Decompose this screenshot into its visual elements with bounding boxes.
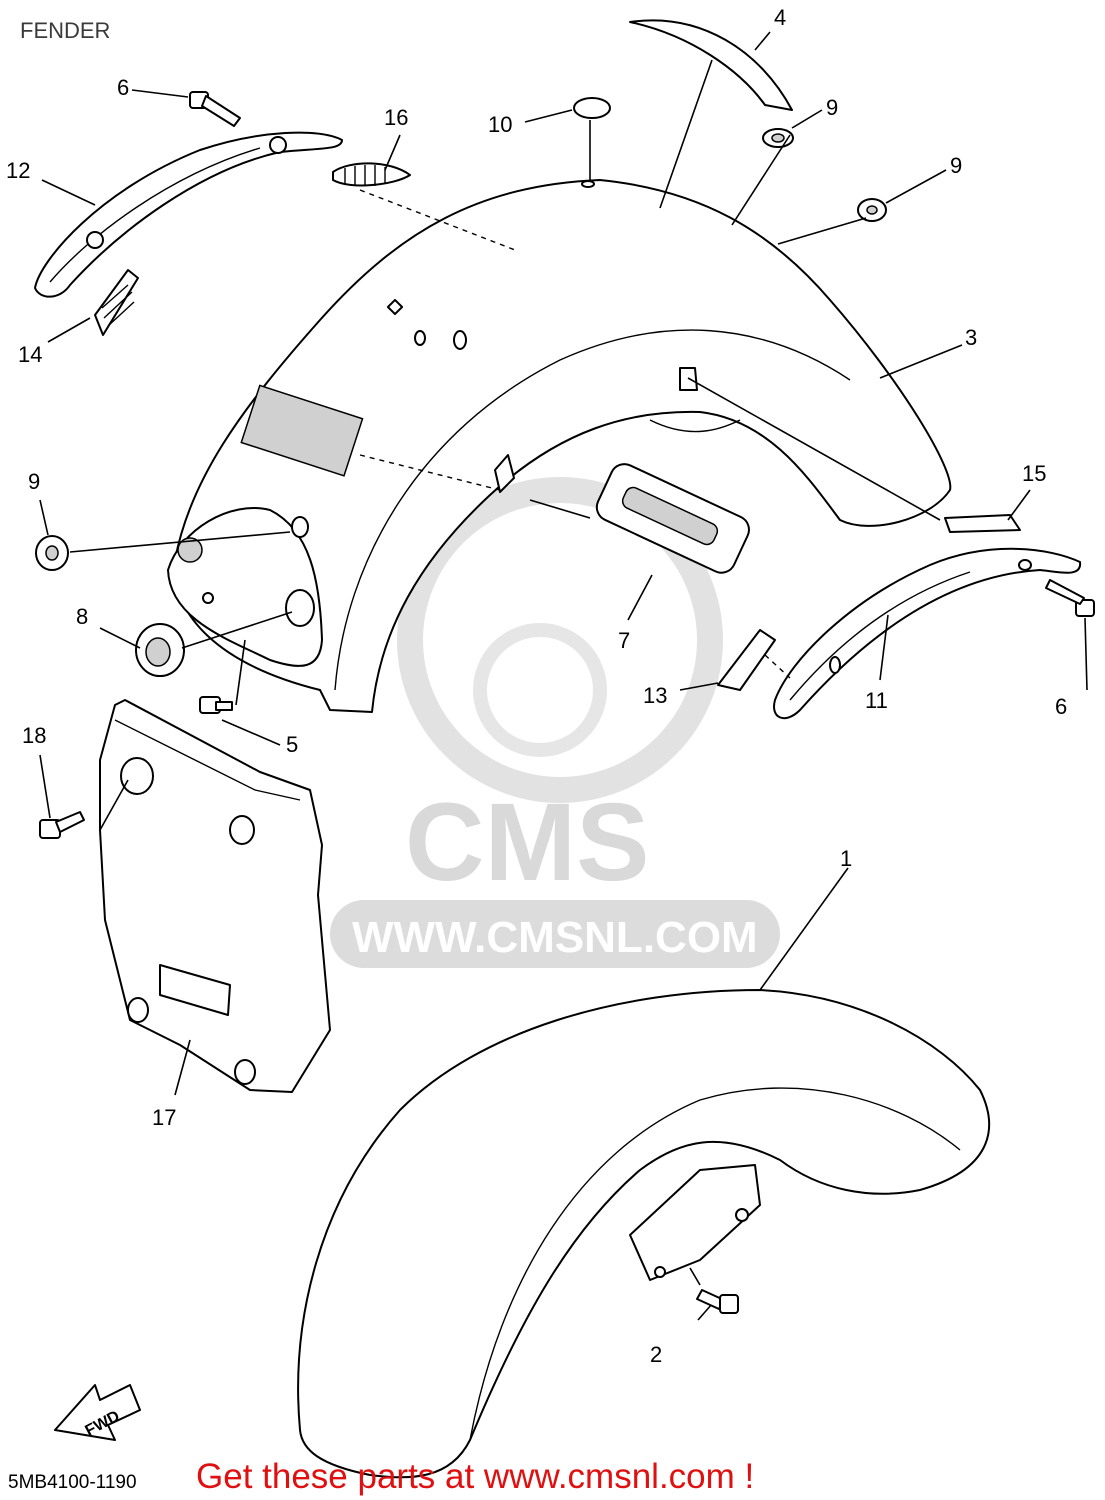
promo-banner[interactable]: Get these parts at www.cmsnl.com !	[196, 1457, 754, 1496]
callout-numbers: 1 2 3 4 5 6 6 7 8 9 9 9 10 11 12 13 14 1…	[6, 5, 1067, 1367]
part-17-cover	[99, 699, 331, 1093]
callout-6-right: 6	[1055, 694, 1067, 719]
callout-9-top: 9	[826, 95, 838, 120]
callout-5: 5	[286, 732, 298, 757]
callout-12: 12	[6, 158, 30, 183]
part-12-left-rail	[34, 131, 343, 298]
part-8-grommet	[135, 623, 185, 677]
watermark-brand: CMS	[405, 781, 649, 904]
callout-7: 7	[618, 628, 630, 653]
leader-lines	[39, 31, 1088, 1321]
callout-2: 2	[650, 1342, 662, 1367]
callout-14: 14	[18, 342, 42, 367]
cms-watermark: CMS WWW.CMSNL.COM	[330, 477, 780, 968]
fwd-direction-arrow: FWD	[54, 1384, 141, 1441]
callout-16: 16	[384, 105, 408, 130]
part-18-bolt	[39, 811, 85, 839]
part-14-pad	[94, 269, 139, 336]
part-2-bolt-visible	[696, 1289, 739, 1314]
part-6-bolt-top	[189, 91, 241, 127]
part-5-bolt	[199, 696, 233, 714]
part-13-pad	[717, 629, 776, 691]
callout-10: 10	[488, 112, 512, 137]
callout-3: 3	[965, 325, 977, 350]
part-11-right-rail	[773, 547, 1082, 720]
part-9-grommets	[35, 128, 887, 571]
part-3-rear-fender	[167, 179, 952, 713]
part-15-pad	[944, 514, 1021, 533]
diagram-code: 5MB4100-1190	[8, 1472, 137, 1493]
callout-1: 1	[840, 846, 852, 871]
callout-17: 17	[152, 1105, 176, 1130]
part-6-bolt-right	[1045, 579, 1095, 617]
callout-18: 18	[22, 723, 46, 748]
callout-9-right: 9	[950, 153, 962, 178]
part-16-pad	[332, 162, 411, 187]
callout-4: 4	[774, 5, 786, 30]
part-1-front-fender	[297, 989, 991, 1479]
callout-6-top: 6	[117, 75, 129, 100]
watermark-url: WWW.CMSNL.COM	[352, 913, 758, 962]
callout-11: 11	[865, 688, 888, 713]
callout-8: 8	[76, 604, 88, 629]
part-10-cap	[573, 97, 611, 119]
page-title: FENDER	[20, 18, 110, 43]
callout-15: 15	[1022, 461, 1046, 486]
part-4-trim	[629, 19, 793, 111]
callout-9-left: 9	[28, 469, 40, 494]
callout-13: 13	[643, 683, 667, 708]
